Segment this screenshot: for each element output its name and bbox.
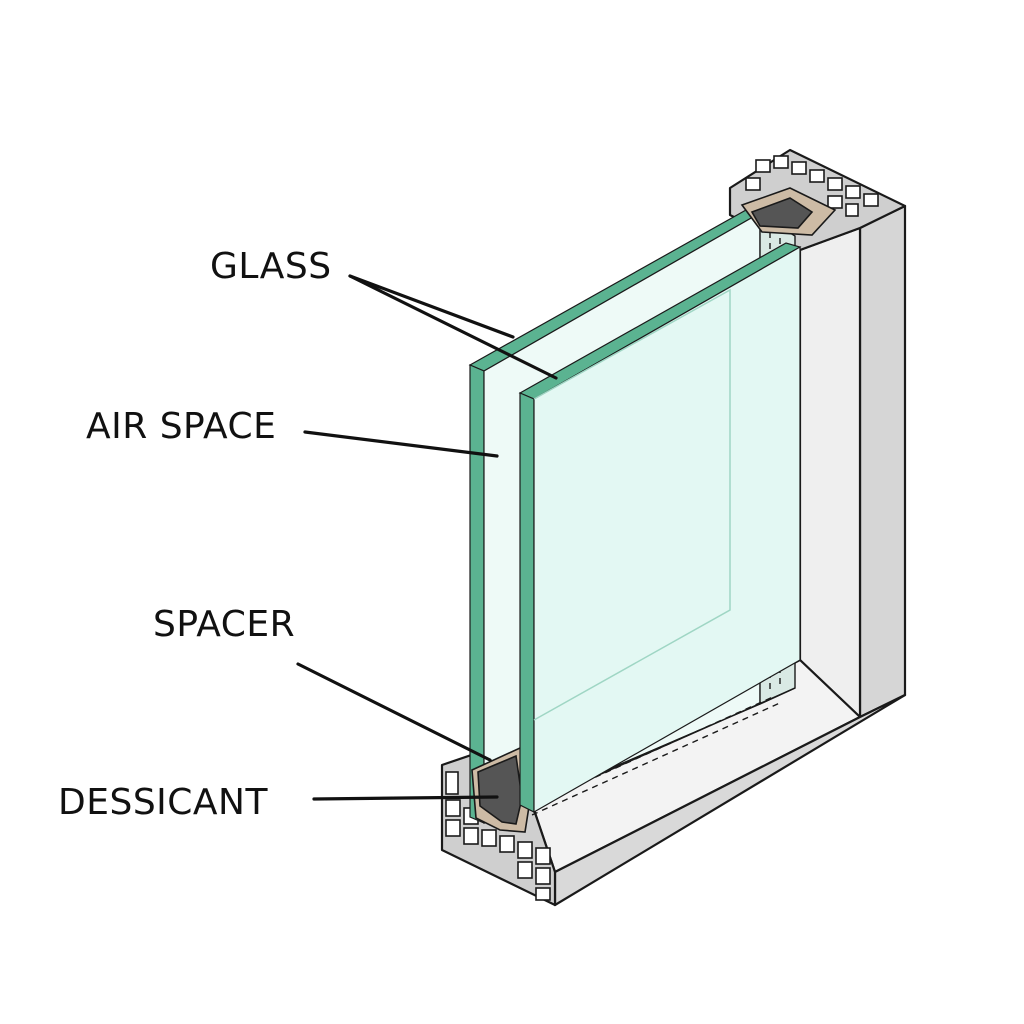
spacer-leader [296,662,492,762]
spacer-section-top [740,187,837,236]
frame-right-face [798,226,862,719]
glass-leader-back [348,274,515,339]
dessicant-leader [312,795,499,801]
dessicant-label: DESSICANT [58,782,268,823]
callout-lines [296,274,558,801]
air-space-label: AIR SPACE [86,406,277,447]
air-space-leader [303,430,499,458]
frame-right-side [858,204,907,719]
glass-pane-front [518,242,802,814]
spacer-label: SPACER [153,604,296,645]
frame-top-cells [745,155,879,217]
glass-leader-front [348,274,558,380]
glass-label: GLASS [210,246,332,287]
